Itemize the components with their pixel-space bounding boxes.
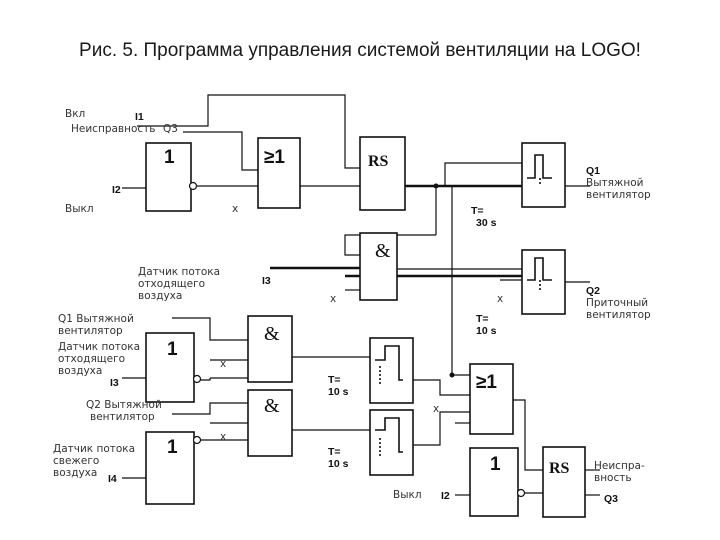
svg-text:&: & [375, 240, 391, 262]
label-q3: Q3 [163, 123, 178, 135]
label-vkl: Вкл [65, 108, 85, 120]
label-sensor-exhaust-1: Датчик потока [138, 266, 220, 278]
and-gate-1: & [359, 232, 398, 301]
label-sensor-fresh-2: свежего [53, 455, 99, 467]
label-sensor-ex-b-3: воздуха [58, 365, 102, 377]
label-x-5: x [433, 403, 439, 415]
not-gate-2: 1 [145, 332, 202, 403]
junction-dots [433, 183, 455, 378]
rs-trigger-2: RS [542, 446, 586, 518]
svg-text:1: 1 [490, 454, 501, 475]
label-t-d1: T= [328, 374, 341, 386]
svg-text:RS: RS [368, 153, 389, 170]
label-x-3: x [497, 293, 503, 305]
label-q2-vent-1: Q2 Вытяжной [86, 399, 162, 411]
and-gate-3: & [247, 389, 293, 457]
svg-text:&: & [264, 323, 280, 345]
timer-delay-1 [369, 337, 414, 404]
label-q1: Q1 [586, 165, 600, 177]
timer-q1 [521, 142, 566, 208]
label-q2: Q2 [586, 285, 600, 297]
svg-text:≥1: ≥1 [476, 372, 497, 393]
timer-delay-2 [369, 409, 414, 476]
label-q1-vent-1: Q1 Вытяжной [58, 313, 134, 325]
label-t-q2: T= [476, 313, 489, 325]
label-q1-vent-2: вентилятор [58, 325, 123, 337]
label-neispr: Неисправность [71, 123, 155, 135]
label-x-2: x [330, 293, 336, 305]
or-gate-2: ≥1 [469, 363, 514, 435]
label-neispr-b-2: вность [594, 472, 632, 484]
svg-text:1: 1 [164, 147, 175, 168]
or-gate-1: ≥1 [257, 137, 301, 209]
not-gate-1: 1 [145, 142, 198, 212]
label-t-q1: T= [471, 205, 484, 217]
label-sensor-ex-b-1: Датчик потока [58, 341, 140, 353]
label-sensor-exhaust-3: воздуха [138, 290, 182, 302]
rs-trigger-1: RS [359, 136, 406, 211]
label-t-q1-val: 30 s [476, 217, 497, 229]
label-sensor-ex-b-2: отходящего [58, 353, 125, 365]
label-t-d2-val: 10 s [328, 458, 349, 470]
label-neispr-b-1: Неиспра- [594, 460, 645, 472]
label-t-d2: T= [328, 446, 341, 458]
label-i4: I4 [108, 473, 117, 485]
label-q1-name2: вентилятор [586, 189, 651, 201]
labels: Вкл I1 Неисправность Q3 I2 Выкл x T= 30 … [53, 108, 651, 505]
and-gate-2: & [247, 315, 293, 383]
svg-text:&: & [264, 395, 280, 417]
svg-text:RS: RS [549, 460, 570, 477]
label-sensor-fresh-3: воздуха [53, 467, 97, 479]
label-sensor-fresh-1: Датчик потока [53, 443, 135, 455]
svg-text:≥1: ≥1 [264, 147, 285, 168]
not-gate-3: 1 [145, 431, 202, 505]
slide-title: Рис. 5. Программа управления системой ве… [79, 40, 641, 61]
svg-text:1: 1 [167, 339, 178, 360]
label-i3-top: I3 [262, 275, 271, 287]
label-i2: I2 [112, 184, 121, 196]
label-vykl-b: Выкл [393, 489, 422, 501]
label-x-4: x [220, 358, 226, 370]
label-t-d1-val: 10 s [328, 386, 349, 398]
timer-q2 [521, 249, 566, 315]
label-q2-vent-2: вентилятор [90, 411, 155, 423]
label-q2-name2: вентилятор [586, 309, 651, 321]
label-vykl: Выкл [65, 203, 94, 215]
not-gate-4: 1 [469, 447, 526, 517]
label-t-q2-val: 10 s [476, 325, 497, 337]
label-q1-name1: Вытяжной [586, 177, 644, 189]
label-i3: I3 [110, 377, 119, 389]
label-i2-b: I2 [441, 490, 450, 502]
label-i1: I1 [135, 111, 144, 123]
label-sensor-exhaust-2: отходящего [138, 278, 205, 290]
label-x-6: x [220, 431, 226, 443]
label-x-1: x [232, 203, 238, 215]
label-q3-b: Q3 [604, 493, 618, 505]
svg-text:1: 1 [167, 437, 178, 458]
label-q2-name1: Приточный [586, 297, 648, 309]
